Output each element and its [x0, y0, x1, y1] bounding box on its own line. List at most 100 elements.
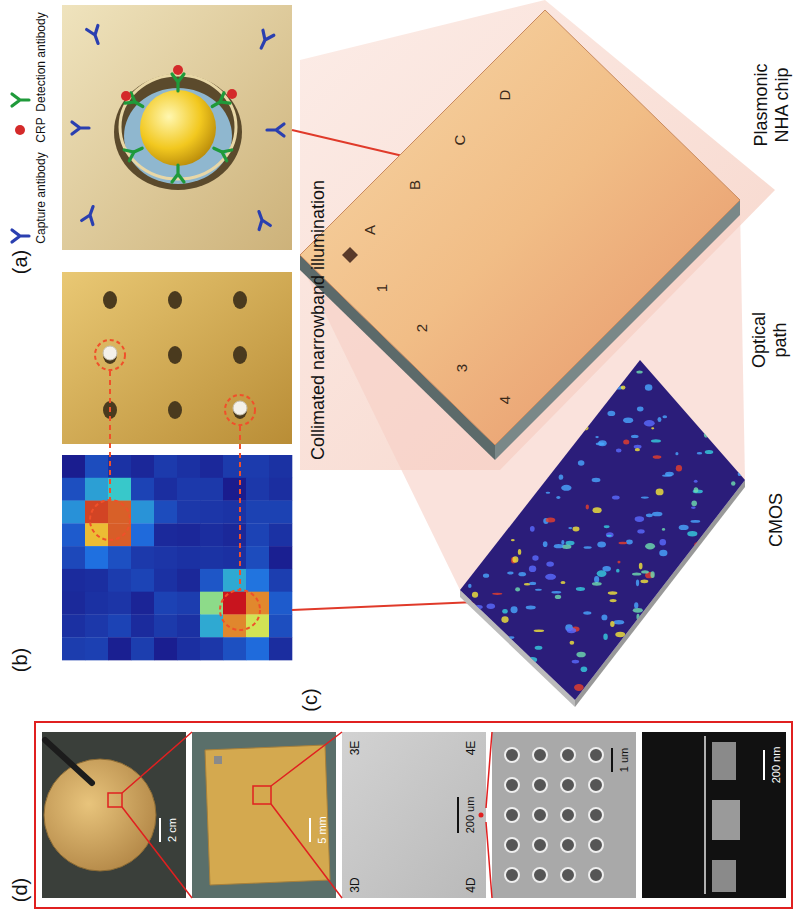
- legend-icons: [12, 230, 29, 242]
- heatmap-cell: [85, 637, 108, 660]
- speckle: [698, 410, 709, 414]
- speckle: [506, 384, 511, 389]
- speckle: [532, 372, 542, 376]
- speckle: [561, 540, 564, 545]
- speckle: [595, 436, 598, 438]
- speckle: [686, 694, 694, 699]
- speckle: [658, 598, 661, 604]
- speckle: [592, 478, 601, 482]
- speckle: [518, 549, 521, 555]
- speckle: [711, 433, 720, 439]
- speckle: [592, 683, 597, 687]
- speckle: [541, 697, 544, 700]
- nanohole-array: [103, 291, 117, 309]
- speckle: [458, 361, 464, 363]
- node-heading: Plasmonic NHA chip: [751, 55, 792, 155]
- speckle: [738, 520, 743, 525]
- heatmap-cell: [62, 614, 85, 637]
- speckle: [462, 554, 471, 559]
- speckle: [656, 691, 666, 696]
- micrograph-art: [457, 797, 459, 833]
- grid-number: 4: [496, 396, 513, 404]
- wafer-photo-art: [44, 759, 156, 871]
- nanohole-array: [168, 346, 182, 364]
- speckle: [549, 457, 553, 461]
- heatmap-cell: [154, 523, 177, 546]
- speckle: [661, 660, 669, 665]
- speckle: [583, 414, 591, 419]
- speckle: [729, 643, 737, 648]
- heatmap-cell: [200, 523, 223, 546]
- speckle: [684, 393, 694, 398]
- heatmap-cell: [85, 592, 108, 615]
- nanohole: [589, 808, 603, 822]
- speckle: [554, 544, 563, 548]
- speckle: [632, 359, 637, 365]
- speckle: [553, 429, 561, 431]
- speckle: [617, 561, 620, 564]
- speckle: [493, 522, 500, 524]
- grid-letter: D: [496, 90, 513, 101]
- speckle: [534, 479, 543, 484]
- well-label: 3D: [349, 877, 363, 892]
- speckle: [615, 632, 625, 637]
- speckle: [604, 525, 610, 528]
- sandwich-assay-illustration: [172, 74, 184, 91]
- heatmap-cell: [62, 523, 85, 546]
- speckle: [544, 416, 554, 422]
- alignment-mark: [342, 247, 358, 263]
- sandwich-assay-illustration: [82, 204, 99, 224]
- chip-photo-art: [309, 818, 311, 842]
- match-lines: [90, 500, 130, 540]
- speckle: [466, 561, 471, 564]
- speckle: [508, 636, 515, 639]
- speckle: [485, 397, 488, 402]
- speckle: [623, 682, 628, 684]
- chip-photo-art: [205, 745, 330, 885]
- speckle: [636, 580, 639, 587]
- cross-section-art: [642, 732, 786, 898]
- speckle: [555, 595, 561, 599]
- sandwich-assay-illustration: [256, 30, 274, 50]
- nanohole-array: [233, 346, 247, 364]
- speckle: [583, 611, 591, 614]
- heatmap-cell: [108, 592, 131, 615]
- speckle: [668, 675, 673, 682]
- heatmap-cell: [177, 569, 200, 592]
- nanohole-array: [168, 291, 182, 309]
- speckle: [662, 475, 672, 477]
- speckle: [697, 386, 702, 391]
- speckle: [462, 433, 469, 440]
- speckle: [575, 385, 580, 389]
- speckle: [715, 649, 724, 653]
- speckle: [712, 606, 715, 611]
- heatmap-cell: [223, 455, 246, 478]
- nanohole-array: [103, 346, 117, 360]
- speckle: [469, 405, 473, 408]
- sandwich-assay-illustration: [87, 25, 104, 45]
- nanohole: [561, 778, 575, 792]
- heatmap-cell: [269, 455, 292, 478]
- speckle: [489, 636, 493, 643]
- speckle: [530, 526, 535, 532]
- sandwich-assay-illustration: [62, 5, 292, 250]
- speckle: [535, 589, 542, 591]
- chip-photo-art: [253, 786, 271, 804]
- speckle: [659, 539, 666, 545]
- micrograph-art: [342, 732, 486, 898]
- speckle: [657, 417, 661, 422]
- speckle: [470, 357, 480, 363]
- speckle: [539, 692, 544, 695]
- heatmap-cell: [200, 614, 223, 637]
- speckle: [526, 605, 536, 609]
- well-label: 4E: [465, 741, 479, 756]
- heatmap-cell: [269, 592, 292, 615]
- speckle: [738, 632, 742, 639]
- heatmap-cell: [131, 546, 154, 569]
- wafer-photo: 2 cm: [42, 732, 186, 898]
- speckle: [732, 551, 740, 554]
- speckle: [559, 397, 563, 400]
- speckle: [675, 452, 678, 455]
- speckle: [581, 425, 589, 430]
